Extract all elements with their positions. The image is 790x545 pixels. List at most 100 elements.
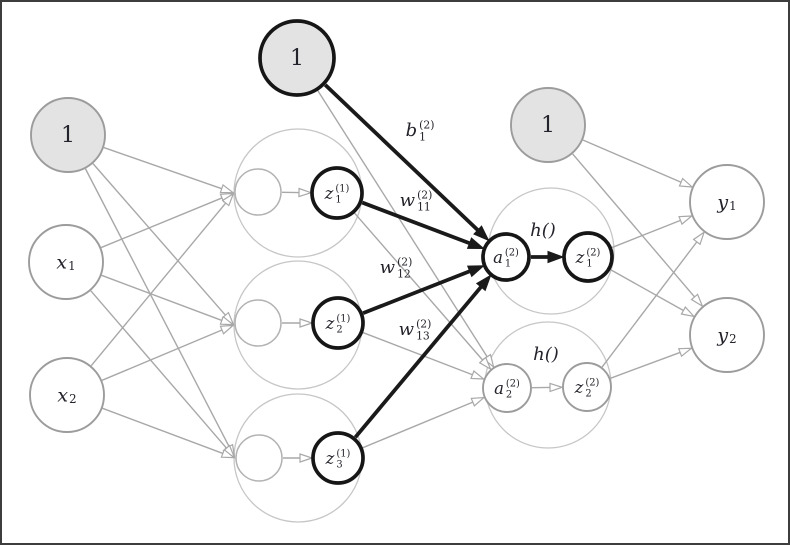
edge-x2-to-p1 [90, 202, 227, 367]
label-subscript: 12 [397, 267, 411, 281]
label-base: y [717, 191, 729, 214]
node-bias-input [30, 97, 106, 173]
edge-z12-to-y1 [610, 219, 681, 249]
node-bias-hidden [258, 19, 336, 97]
edge-z22-to-y2-arrowhead [677, 347, 694, 358]
label-subscript: 2 [729, 331, 737, 346]
label-superscript: (1) [336, 313, 351, 325]
label-base: z [574, 377, 584, 397]
node-bias-input-label: 1 [61, 125, 75, 147]
label-superscript: (2) [505, 378, 520, 390]
edge-z31-to-a22 [361, 401, 474, 449]
edge-z21-to-a12 [362, 266, 478, 315]
label-base: w [398, 319, 415, 340]
edge-z11-to-a22-arrowhead [478, 356, 492, 371]
edge-z12-to-y2-arrowhead [680, 306, 696, 318]
edge-x2-to-p1-arrowhead [221, 192, 235, 207]
edge-x1-to-p1 [100, 197, 223, 249]
edge-z22-to-y1 [601, 241, 698, 368]
node-z1-layer1-label: z(1)1 [325, 183, 350, 205]
edge-label-b1-2: b(2)1 [406, 119, 435, 143]
edge-z31-to-a12-arrowhead [475, 274, 492, 292]
label-subscript: 1 [419, 130, 426, 144]
edge-label-w11-2: w(2)11 [400, 189, 433, 213]
activation-label-h2: h() [533, 346, 559, 364]
edge-bias_out-to-y2 [572, 153, 696, 298]
edge-bias_in-to-p2 [92, 163, 226, 316]
edge-a12-to-z12-arrowhead [547, 250, 565, 264]
label-base: a [493, 247, 503, 267]
edge-bias_in-to-p3 [84, 168, 230, 447]
label-base: 1 [541, 113, 555, 138]
label-base: z [325, 313, 335, 333]
edge-z11-to-a12 [361, 200, 478, 248]
node-a2-layer2 [482, 363, 532, 413]
node-z2-layer1 [311, 296, 365, 350]
label-base: z [575, 247, 585, 267]
edge-z12-to-y2 [609, 268, 684, 312]
edge-label-w12-2: w(2)12 [380, 256, 413, 280]
edge-z11-to-a22 [353, 212, 484, 361]
edge-x1-to-p2 [101, 274, 223, 322]
node-z2-layer1-label: z(1)2 [326, 313, 351, 335]
edge-z21-to-a22 [362, 331, 473, 376]
label-superscript: (2) [416, 317, 432, 331]
node-x1 [28, 224, 104, 300]
label-base: y [717, 324, 729, 347]
label-base: z [324, 183, 334, 203]
label-base: h() [533, 344, 559, 365]
edge-s1-to-z11-arrowhead [298, 187, 313, 198]
node-z1-layer2-label: z(2)1 [576, 247, 601, 269]
edge-x2-to-p2-arrowhead [219, 324, 235, 335]
edge-z21-to-a12-arrowhead [466, 265, 486, 278]
label-subscript: 1 [729, 198, 737, 213]
node-z2-layer2-label: z(2)2 [575, 377, 600, 399]
label-subscript: 1 [586, 258, 593, 270]
edge-x1-to-p3 [90, 290, 228, 449]
edge-x2-to-p3-arrowhead [220, 448, 236, 459]
label-base: 1 [61, 123, 75, 148]
inner-sum-circle-3 [235, 434, 283, 482]
node-y2 [689, 297, 765, 373]
label-superscript: (2) [417, 188, 433, 202]
node-a1-layer2 [481, 232, 531, 282]
node-y1 [689, 164, 765, 240]
label-superscript: (2) [585, 377, 600, 389]
label-subscript: 2 [585, 388, 592, 400]
edge-bias_in-to-p1-arrowhead [219, 183, 235, 194]
label-base: w [379, 257, 396, 278]
edge-s2-to-z21-arrowhead [299, 318, 314, 328]
node-z3-layer1 [311, 431, 365, 485]
edge-label-w13-2: w(2)13 [399, 318, 432, 342]
edge-bias_hid-to-a12-arrowhead [473, 225, 490, 242]
edge-z31-to-a12 [353, 279, 488, 439]
label-superscript: (2) [586, 247, 601, 259]
label-base: w [399, 190, 416, 211]
label-superscript: (2) [419, 118, 435, 132]
edge-bias_hid-to-a12 [323, 83, 485, 237]
node-x2 [29, 357, 105, 433]
label-superscript: (2) [397, 255, 413, 269]
node-bias-hidden-label: 1 [290, 48, 304, 70]
label-subscript: 1 [335, 194, 342, 206]
node-z1-layer2 [562, 231, 614, 283]
node-z1-layer1 [310, 166, 364, 220]
edge-x2-to-p3 [102, 407, 224, 455]
edge-s3-to-z31-arrowhead [299, 453, 314, 463]
label-base: 1 [290, 46, 304, 71]
edge-x2-to-p2 [101, 329, 223, 381]
edge-z11-to-a12-arrowhead [466, 237, 485, 250]
edge-bias_out-to-y1 [582, 139, 682, 183]
label-base: z [325, 448, 335, 468]
label-base: x [56, 251, 68, 274]
label-superscript: (2) [504, 247, 519, 259]
edge-z22-to-y1-arrowhead [692, 230, 706, 246]
edge-z31-to-a22-arrowhead [470, 396, 486, 407]
edge-bias_in-to-p1 [103, 146, 222, 190]
label-subscript: 2 [505, 389, 513, 401]
